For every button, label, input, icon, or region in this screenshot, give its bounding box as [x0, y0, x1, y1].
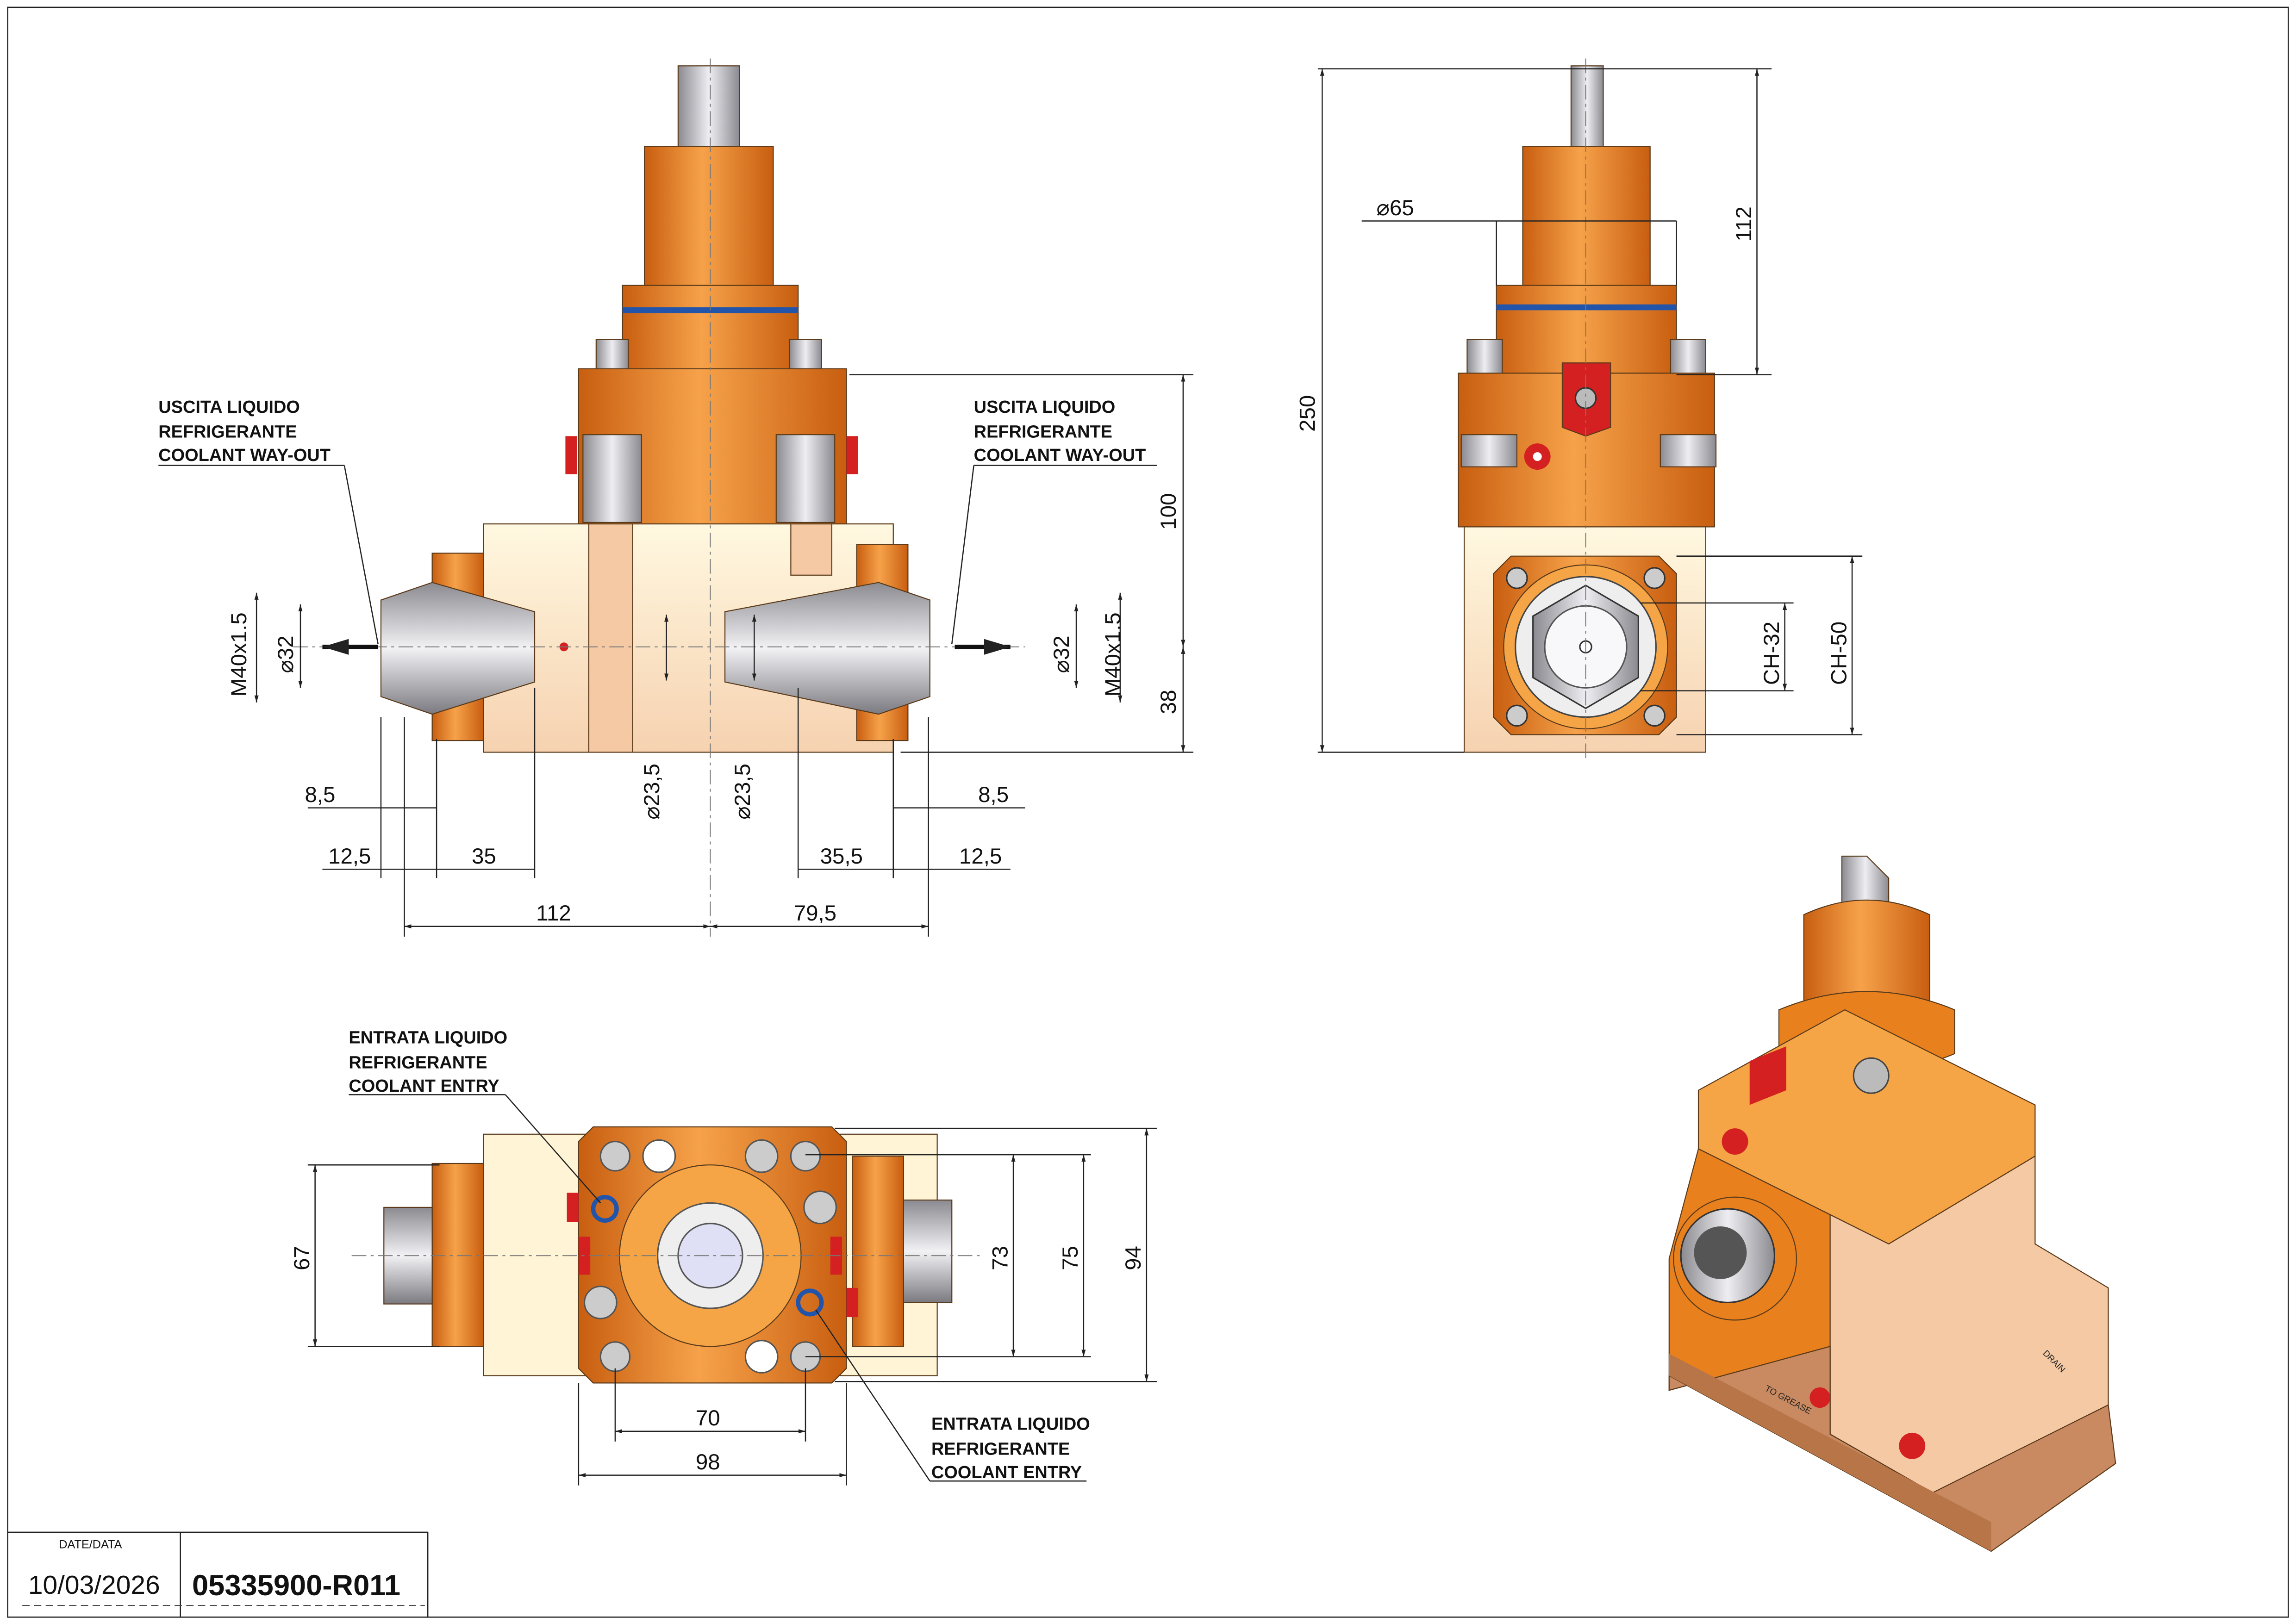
dim-98: 98 [696, 1450, 720, 1474]
dim-12-5-left: 12,5 [328, 844, 371, 869]
left-outlet-label-line1: USCITA LIQUIDO [158, 398, 300, 417]
date-value: 10/03/2026 [28, 1570, 160, 1600]
top-entry-label-line2: REFRIGERANTE [349, 1053, 487, 1072]
dim-d32-left: ⌀32 [274, 635, 298, 673]
sheet-border [7, 6, 2289, 1618]
dim-m40-left: M40x1.5 [227, 612, 251, 696]
dim-d235-right: ⌀23,5 [730, 764, 755, 820]
left-outlet-label-line3: COOLANT WAY-OUT [158, 446, 331, 465]
date-label: DATE/DATA [59, 1538, 122, 1551]
dim-73: 73 [988, 1246, 1012, 1270]
right-outlet-label-line1: USCITA LIQUIDO [974, 398, 1116, 417]
left-outlet-label-line2: REFRIGERANTE [158, 423, 297, 442]
dim-8-5-right: 8,5 [978, 783, 1009, 807]
isometric-view: TO GREASE DRAIN [1668, 855, 2116, 1552]
bottom-entry-label-line3: COOLANT ENTRY [931, 1463, 1082, 1482]
dim-8-5-left: 8,5 [305, 783, 336, 807]
bottom-view: ENTRATA LIQUIDO REFRIGERANTE COOLANT ENT… [290, 1028, 1157, 1486]
dim-94: 94 [1121, 1246, 1146, 1270]
dim-d65: ⌀65 [1376, 196, 1414, 220]
dim-75: 75 [1058, 1246, 1083, 1270]
dim-35: 35 [472, 844, 496, 869]
dim-d32-right: ⌀32 [1049, 635, 1074, 673]
dim-112-side: 112 [1732, 206, 1756, 242]
dim-250: 250 [1296, 395, 1320, 432]
bottom-entry-label-line2: REFRIGERANTE [931, 1439, 1070, 1459]
dim-38: 38 [1156, 690, 1181, 714]
top-entry-label-line1: ENTRATA LIQUIDO [349, 1028, 507, 1048]
dim-12-5-right: 12,5 [959, 844, 1002, 869]
dim-100: 100 [1156, 493, 1181, 530]
bottom-entry-label-line1: ENTRATA LIQUIDO [931, 1415, 1090, 1434]
dim-d235-left: ⌀23,5 [640, 764, 664, 820]
drawing-code: 05335900-R011 [192, 1569, 400, 1602]
dim-m40-right: M40x1.5 [1101, 612, 1125, 696]
dim-112-front: 112 [536, 901, 571, 926]
side-view: ⌀65 112 250 CH-32 CH-50 [1296, 58, 1863, 761]
right-outlet-label-line3: COOLANT WAY-OUT [974, 446, 1146, 465]
dim-ch50: CH-50 [1827, 622, 1851, 685]
dim-70: 70 [696, 1406, 720, 1430]
dim-ch32: CH-32 [1759, 622, 1784, 685]
dim-67: 67 [290, 1246, 314, 1270]
dim-79-5: 79,5 [794, 901, 836, 926]
front-view: USCITA LIQUIDO REFRIGERANTE COOLANT WAY-… [158, 58, 1194, 937]
dim-35-5: 35,5 [820, 844, 863, 869]
right-outlet-label-line2: REFRIGERANTE [974, 423, 1112, 442]
top-entry-label-line3: COOLANT ENTRY [349, 1076, 499, 1096]
title-block: DATE/DATA 10/03/2026 05335900-R011 [7, 1531, 429, 1617]
